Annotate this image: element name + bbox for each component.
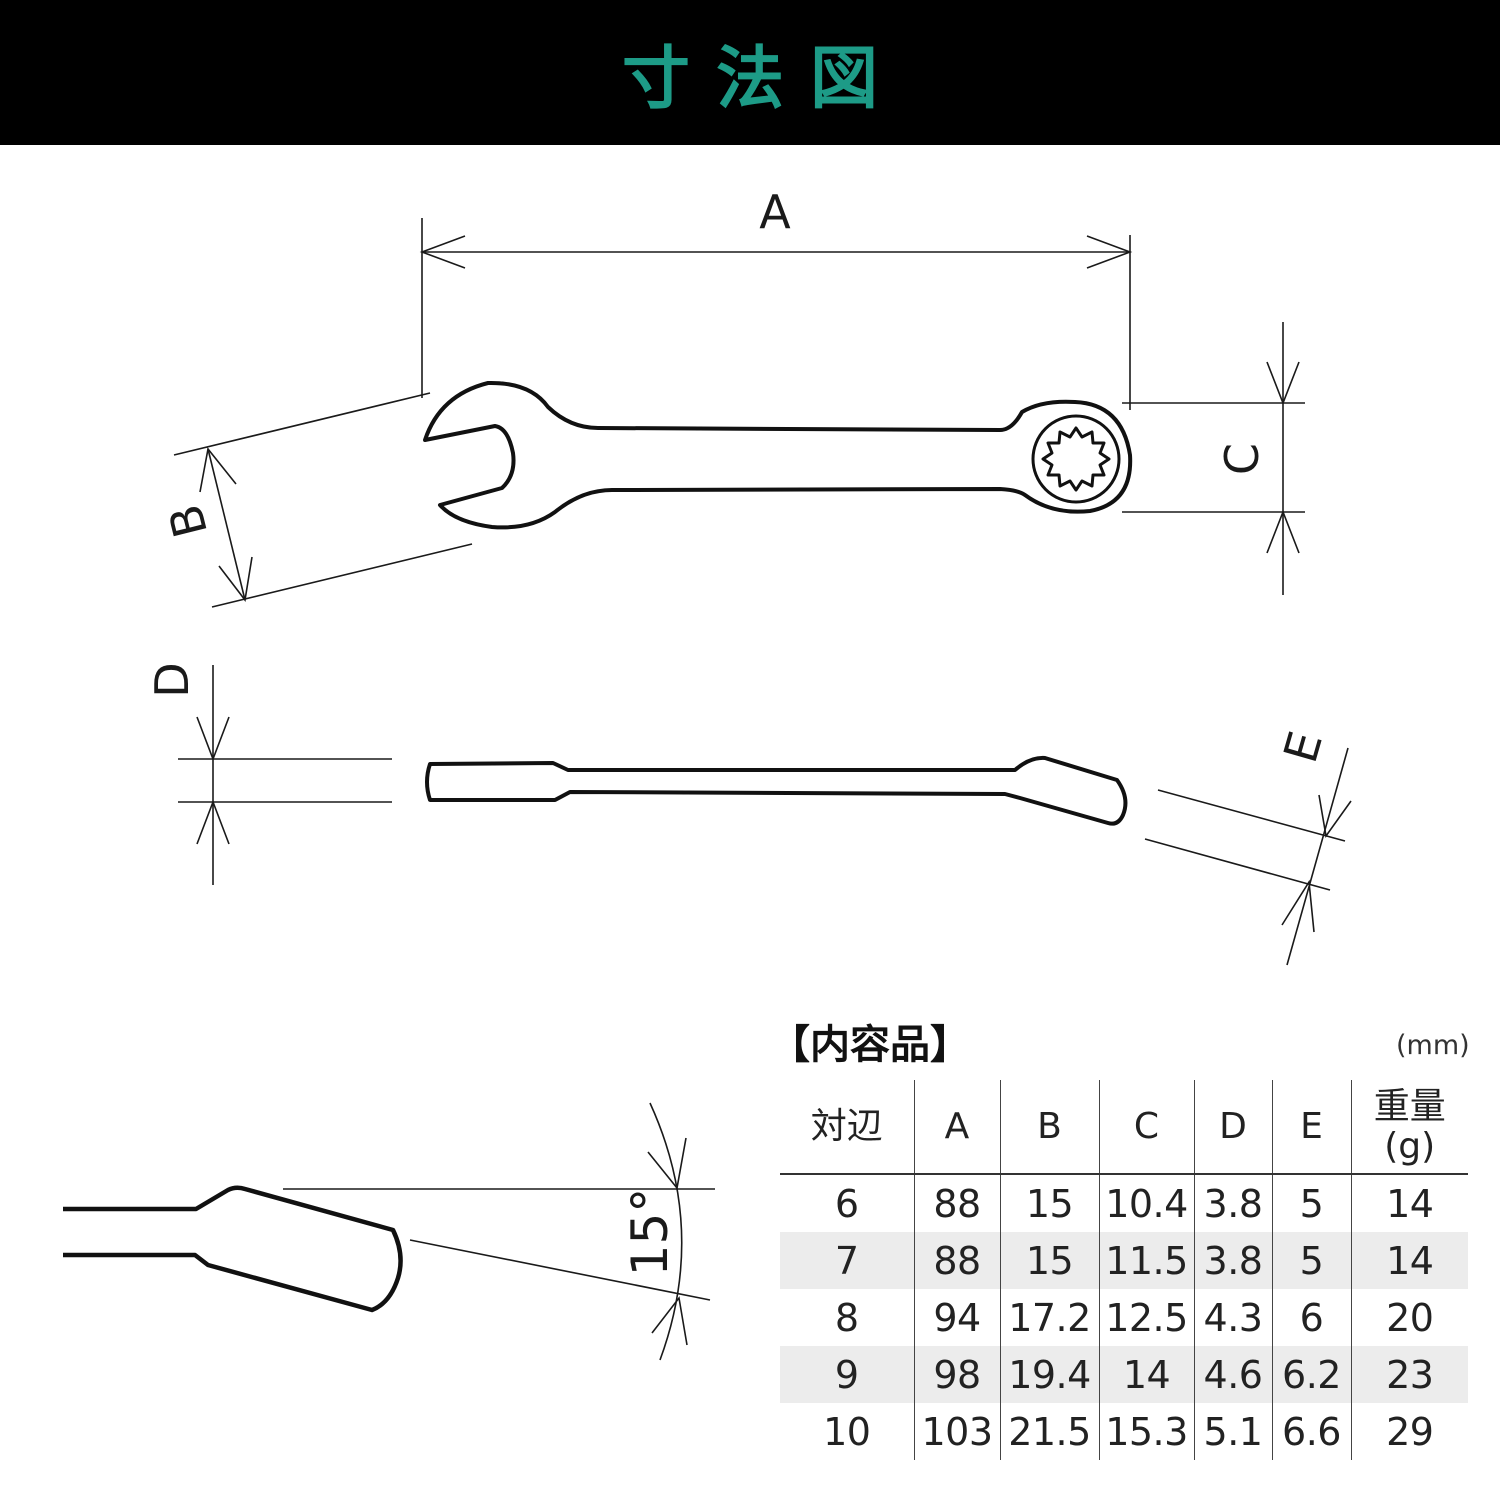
table-cell: 3.8 — [1193, 1174, 1272, 1232]
table-cell: 12.5 — [1098, 1289, 1194, 1346]
table-cell: 3.8 — [1193, 1232, 1272, 1289]
dim-label-e: E — [1273, 726, 1333, 769]
table-cell: 94 — [913, 1289, 1000, 1346]
wrench-angle-detail — [63, 1185, 403, 1313]
table-cell: 6.6 — [1271, 1403, 1351, 1460]
column-header: A — [913, 1080, 1000, 1175]
column-header: D — [1193, 1080, 1272, 1175]
header-bar: 寸法図 — [0, 0, 1500, 145]
table-cell: 6 — [1271, 1289, 1351, 1346]
table-cell: 8 — [834, 1295, 859, 1340]
wrench-top-view — [423, 380, 1133, 530]
table-cell: 4.6 — [1193, 1346, 1272, 1403]
table-cell: 6.2 — [1271, 1346, 1351, 1403]
table-header-row: 対辺 A B C D E 重量 (g) — [780, 1080, 1468, 1175]
dim-label-d: D — [145, 662, 199, 697]
angle-label: 15° — [621, 1188, 679, 1277]
table-cell: 23 — [1350, 1346, 1468, 1403]
table-cell: 5.1 — [1193, 1403, 1272, 1460]
unit-label: (mm) — [1396, 1030, 1470, 1061]
dim-label-b: B — [158, 499, 218, 543]
weight-header-line2: (g) — [1384, 1125, 1436, 1167]
table-cell: 10 — [823, 1409, 871, 1454]
table-cell: 5 — [1271, 1174, 1351, 1232]
table-cell: 14 — [1350, 1174, 1468, 1232]
table-cell: 9 — [780, 1346, 914, 1403]
column-header: 対辺 — [780, 1080, 914, 1175]
dim-label-c: C — [1215, 443, 1269, 475]
table-cell: 6 — [834, 1181, 859, 1226]
table-cell: 103 — [913, 1403, 1000, 1460]
table-cell: 14 — [1098, 1346, 1194, 1403]
column-header: B — [999, 1080, 1099, 1175]
table-cell: 21.5 — [999, 1403, 1099, 1460]
table-cell: 19.4 — [999, 1346, 1099, 1403]
table-cell: 5 — [1271, 1232, 1351, 1289]
contents-title: 【内容品】 — [770, 1022, 970, 1068]
dim-label-a: A — [759, 185, 791, 239]
column-header: C — [1098, 1080, 1194, 1175]
table-cell: 14 — [1350, 1232, 1468, 1289]
weight-column-header: 重量 (g) — [1350, 1080, 1468, 1175]
wrench-side-view — [425, 755, 1128, 826]
table-cell: 29 — [1350, 1403, 1468, 1460]
table-cell: 88 — [913, 1174, 1000, 1232]
table-cell: 88 — [913, 1232, 1000, 1289]
column-header: E — [1271, 1080, 1351, 1175]
table-cell: 17.2 — [999, 1289, 1099, 1346]
table-cell: 20 — [1350, 1289, 1468, 1346]
table-cell: 98 — [913, 1346, 1000, 1403]
table-cell: 11.5 — [1098, 1232, 1194, 1289]
table-cell: 15 — [999, 1232, 1099, 1289]
table-cell: 15 — [999, 1174, 1099, 1232]
page-title: 寸法図 — [621, 40, 904, 119]
table-cell: 10.4 — [1098, 1174, 1194, 1232]
weight-header-line1: 重量 — [1373, 1085, 1446, 1127]
table-cell: 15.3 — [1098, 1403, 1194, 1460]
dimension-lines — [173, 218, 1352, 1361]
table-cell: 7 — [780, 1232, 914, 1289]
table-cell: 4.3 — [1193, 1289, 1272, 1346]
